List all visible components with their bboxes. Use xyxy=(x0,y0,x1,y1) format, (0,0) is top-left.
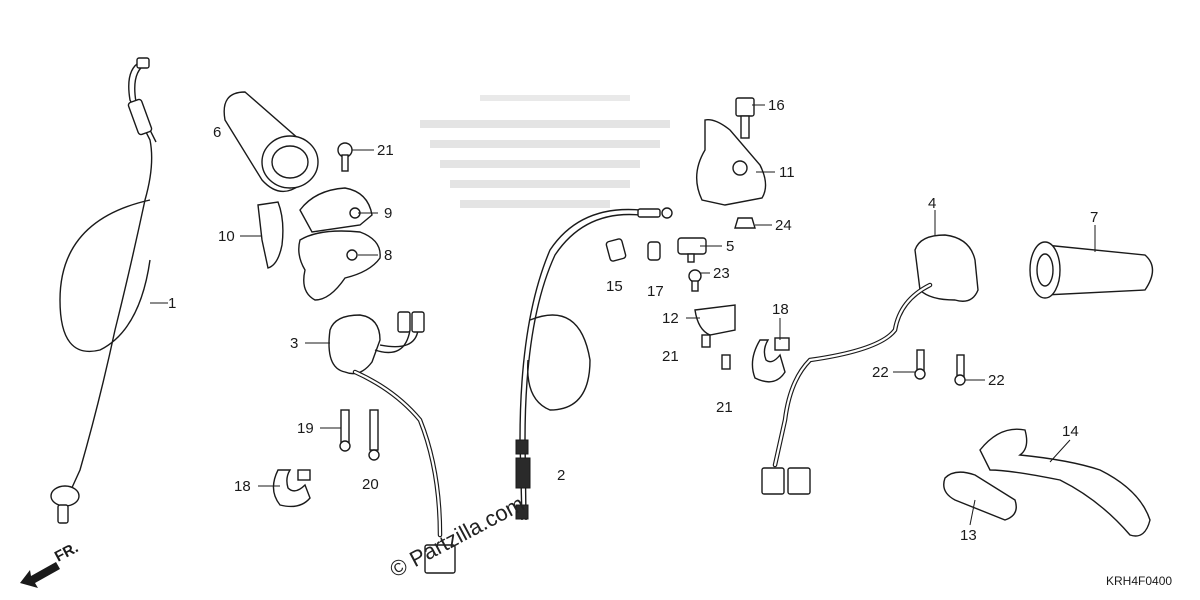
callout-24: 24 xyxy=(775,217,792,234)
clutch-lever[interactable] xyxy=(979,428,1151,537)
callout-16: 16 xyxy=(768,97,785,114)
wire-band-left[interactable] xyxy=(272,469,311,508)
clutch-cable[interactable] xyxy=(515,207,673,521)
callout-2: 2 xyxy=(557,467,565,484)
callout-7: 7 xyxy=(1090,209,1098,226)
throttle-grip[interactable] xyxy=(223,91,319,193)
lever-holder[interactable] xyxy=(696,119,767,206)
lever-cover[interactable] xyxy=(943,471,1017,521)
screw-22b[interactable] xyxy=(954,354,966,386)
callout-11: 11 xyxy=(779,164,795,181)
callout-8: 8 xyxy=(384,247,392,264)
watermark-text: © Partzilla.com xyxy=(386,491,529,583)
holder-clamp[interactable] xyxy=(694,304,736,370)
throttle-housing-upper[interactable] xyxy=(299,187,373,233)
callout-5: 5 xyxy=(726,238,734,255)
leader-lines xyxy=(150,104,1096,526)
callout-17: 17 xyxy=(647,283,664,300)
left-grip[interactable] xyxy=(1029,241,1154,299)
callout-21-mid: 21 xyxy=(662,348,679,365)
pivot-bolt-16[interactable] xyxy=(735,97,755,139)
callout-9: 9 xyxy=(384,205,392,222)
callout-numbers: 1 2 3 4 5 6 7 8 9 10 11 12 13 14 15 16 1… xyxy=(168,97,1098,544)
switch-5[interactable] xyxy=(677,237,707,263)
callout-23: 23 xyxy=(713,265,730,282)
callout-21-top: 21 xyxy=(377,142,394,159)
callout-18-right: 18 xyxy=(772,301,789,318)
callout-13: 13 xyxy=(960,527,977,544)
callout-21-bottom: 21 xyxy=(716,399,733,416)
screw-22a[interactable] xyxy=(914,349,926,380)
callout-3: 3 xyxy=(290,335,298,352)
callout-1: 1 xyxy=(168,295,176,312)
callout-22-left: 22 xyxy=(872,364,889,381)
callout-14: 14 xyxy=(1062,423,1079,440)
callout-4: 4 xyxy=(928,195,936,212)
bolt-19[interactable] xyxy=(339,409,351,452)
right-switch-housing[interactable] xyxy=(761,234,979,495)
clutch-switch-15[interactable] xyxy=(605,238,627,262)
clutch-switch-17[interactable] xyxy=(647,241,661,261)
diagram-code: KRH4F0400 xyxy=(1106,574,1172,588)
callout-12: 12 xyxy=(662,310,679,327)
screw[interactable] xyxy=(337,142,353,172)
throttle-cover[interactable] xyxy=(257,201,284,269)
callout-18-left: 18 xyxy=(234,478,251,495)
throttle-cable[interactable] xyxy=(50,57,157,524)
nut-24[interactable] xyxy=(734,217,756,229)
callout-20: 20 xyxy=(362,476,379,493)
left-switch-housing[interactable] xyxy=(328,311,456,574)
front-arrow-icon: FR. xyxy=(20,539,81,588)
wire-band-right[interactable] xyxy=(751,337,790,383)
callout-15: 15 xyxy=(606,278,623,295)
callout-6: 6 xyxy=(213,124,221,141)
watermark-logo xyxy=(420,95,670,208)
front-arrow-label: FR. xyxy=(52,539,81,565)
callout-22-right: 22 xyxy=(988,372,1005,389)
callout-10: 10 xyxy=(218,228,235,245)
callout-19: 19 xyxy=(297,420,314,437)
bolt-20[interactable] xyxy=(368,409,380,461)
screw-23[interactable] xyxy=(688,269,702,292)
throttle-housing-lower[interactable] xyxy=(298,230,381,301)
